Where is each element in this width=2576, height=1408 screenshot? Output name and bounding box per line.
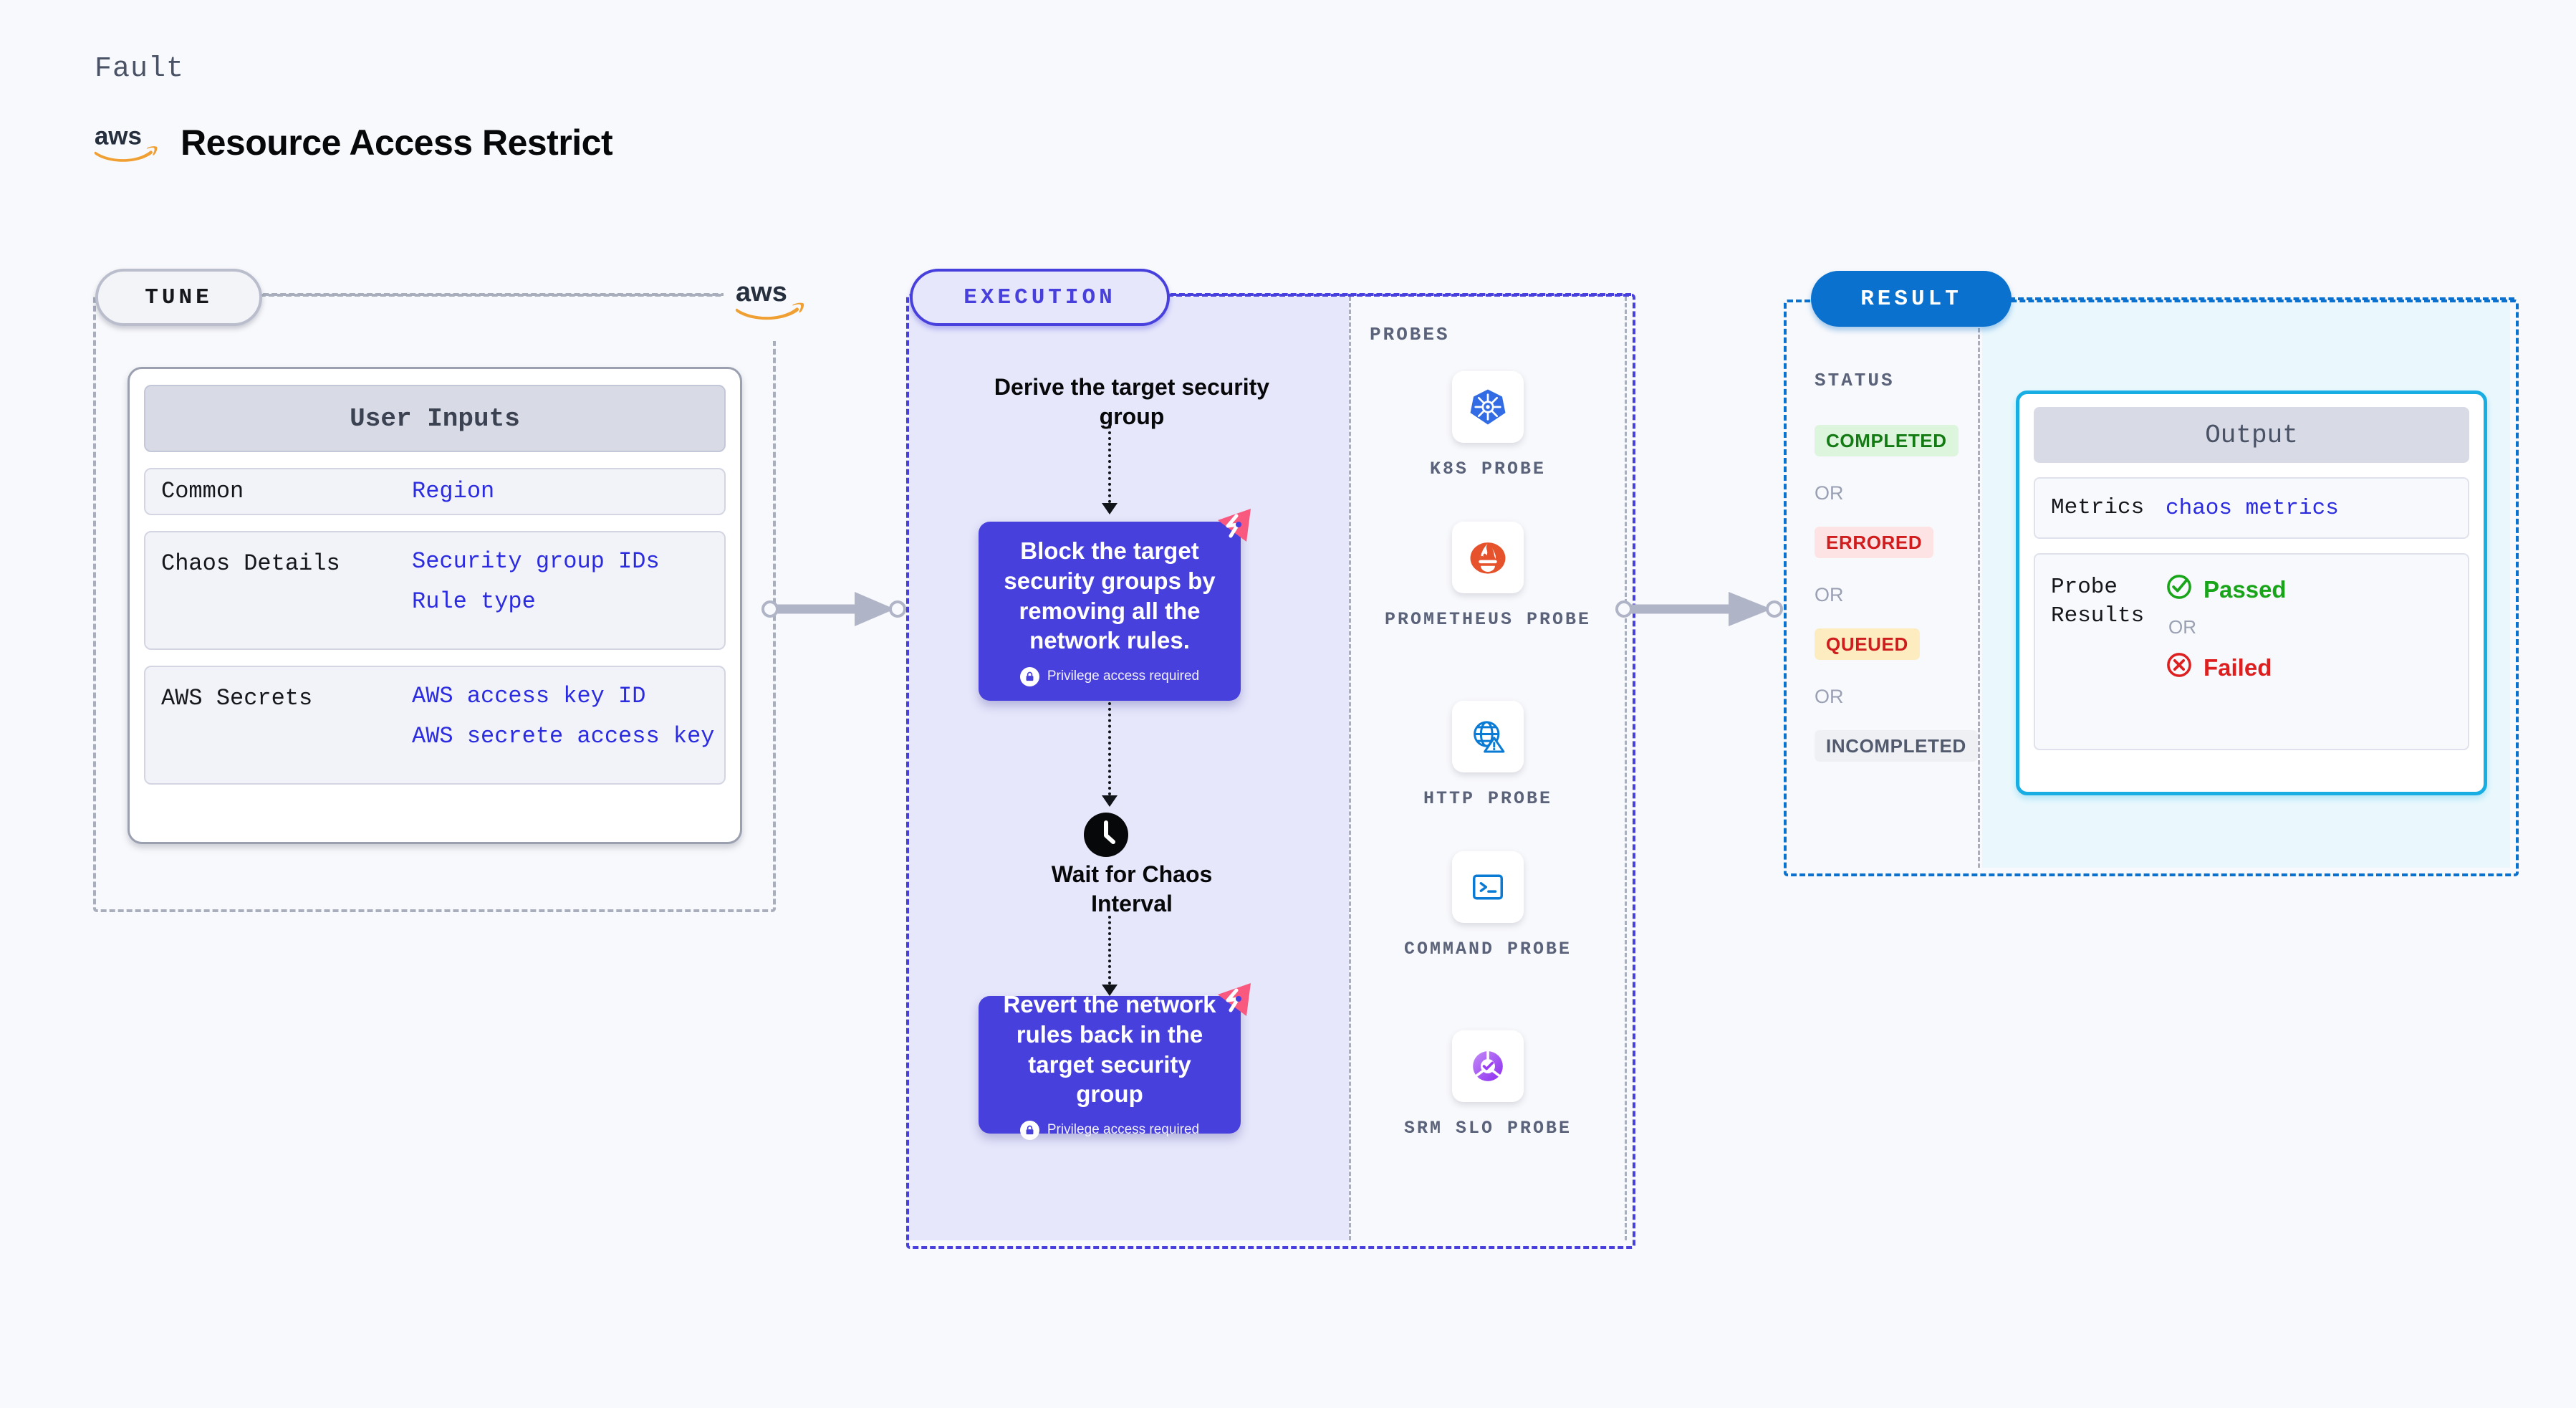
output-row-probe-results: Probe Results Passed OR	[2034, 553, 2469, 750]
tune-pill-connector-line	[254, 293, 770, 296]
result-stage-pill[interactable]: RESULT	[1811, 271, 2012, 327]
page-title: Resource Access Restrict	[181, 123, 613, 163]
fault-kicker: Fault	[95, 53, 185, 85]
kubernetes-icon	[1452, 371, 1524, 443]
flow-connector-3	[1108, 916, 1111, 985]
row-key: Chaos Details	[161, 550, 340, 577]
aws-logo-icon: aws	[724, 257, 817, 341]
output-card: Output Metrics chaos metrics Probe Resul…	[2016, 391, 2487, 795]
exec-box-title: Block the target security groups by remo…	[1004, 537, 1216, 654]
row-key: Common	[161, 478, 244, 505]
user-inputs-card: User Inputs Common Region Chaos Details …	[128, 367, 742, 844]
probe-item-http[interactable]: HTTP PROBE	[1380, 701, 1595, 812]
chaos-icon	[1215, 982, 1254, 1017]
probe-verdict-failed-label: Failed	[2203, 654, 2272, 681]
user-inputs-heading: User Inputs	[144, 385, 726, 452]
status-or-0: OR	[1815, 482, 1844, 504]
result-stage-frame	[1784, 300, 2519, 876]
output-row-metrics: Metrics chaos metrics	[2034, 477, 2469, 539]
clock-icon	[1084, 813, 1128, 857]
svg-text:aws: aws	[736, 277, 787, 307]
exec-box-title: Revert the network rules back in the tar…	[1003, 991, 1216, 1108]
flow-arrow-3	[1102, 985, 1118, 996]
output-row-key: Probe Results	[2051, 575, 2145, 629]
row-value[interactable]: Rule type	[412, 588, 536, 616]
probes-label: PROBES	[1370, 324, 1450, 345]
result-pill-connector-line	[2009, 297, 2514, 300]
row-value[interactable]: Region	[412, 477, 495, 504]
x-circle-icon	[2166, 651, 2193, 684]
status-badge-incompleted: INCOMPLETED	[1815, 730, 1978, 762]
tune-to-execution-connector	[761, 588, 915, 631]
exec-box-note: Privilege access required	[1019, 666, 1200, 686]
execution-step-block-box[interactable]: Block the target security groups by remo…	[979, 509, 1251, 701]
execution-step-derive-label: Derive the target security group	[994, 374, 1270, 429]
execution-step-wait-label: Wait for Chaos Interval	[1051, 861, 1213, 916]
tune-stage-pill[interactable]: TUNE	[95, 269, 262, 326]
probe-label: HTTP PROBE	[1423, 788, 1553, 809]
output-row-value[interactable]: chaos metrics	[2166, 495, 2339, 521]
page-title-row: aws Resource Access Restrict	[93, 122, 613, 163]
http-globe-icon	[1452, 701, 1524, 772]
probe-item-command[interactable]: COMMAND PROBE	[1380, 851, 1595, 962]
user-input-row-common: Common Region	[144, 468, 726, 515]
aws-logo-icon: aws	[93, 122, 159, 163]
status-badge-errored: ERRORED	[1815, 527, 1934, 558]
probe-verdict-or: OR	[2168, 616, 2196, 638]
probe-verdict-passed: Passed	[2166, 573, 2287, 606]
exec-box-note: Privilege access required	[1019, 1120, 1200, 1140]
exec-box-note-label: Privilege access required	[1047, 669, 1200, 684]
row-key: AWS Secrets	[161, 685, 313, 712]
output-heading: Output	[2034, 407, 2469, 463]
status-badge-queued: QUEUED	[1815, 628, 1920, 660]
flow-connector-1	[1108, 426, 1111, 503]
chaos-icon	[1215, 507, 1254, 543]
execution-step-revert-box[interactable]: Revert the network rules back in the tar…	[979, 983, 1251, 1140]
status-badge-completed: COMPLETED	[1815, 425, 1959, 456]
probe-item-prometheus[interactable]: PROMETHEUS PROBE	[1380, 522, 1595, 633]
user-input-row-chaos-details: Chaos Details Security group IDs Rule ty…	[144, 531, 726, 650]
lock-icon	[1019, 666, 1039, 686]
probe-verdict-failed: Failed	[2166, 651, 2287, 684]
prometheus-icon	[1452, 522, 1524, 593]
terminal-icon	[1452, 851, 1524, 923]
lock-icon	[1019, 1120, 1039, 1140]
flow-arrow-1	[1102, 503, 1118, 514]
output-row-key: Metrics	[2051, 494, 2145, 520]
row-value[interactable]: AWS secrete access key	[412, 723, 715, 750]
flow-connector-2	[1108, 702, 1111, 795]
probe-item-srm-slo[interactable]: SRM SLO PROBE	[1380, 1030, 1595, 1141]
probe-label: COMMAND PROBE	[1403, 939, 1572, 959]
row-value[interactable]: Security group IDs	[412, 548, 660, 575]
svg-text:aws: aws	[95, 123, 142, 150]
user-input-row-aws-secrets: AWS Secrets AWS access key ID AWS secret…	[144, 666, 726, 785]
check-circle-icon	[2166, 573, 2193, 606]
execution-stage-pill[interactable]: EXECUTION	[910, 269, 1170, 326]
probe-label: SRM SLO PROBE	[1403, 1118, 1572, 1139]
probe-label: K8S PROBE	[1429, 459, 1547, 479]
result-status-column	[1787, 302, 1980, 868]
exec-box-note-label: Privilege access required	[1047, 1122, 1200, 1138]
execution-to-result-connector	[1615, 588, 1793, 631]
status-or-1: OR	[1815, 584, 1844, 605]
probe-label: PROMETHEUS PROBE	[1384, 609, 1592, 630]
srm-slo-icon	[1452, 1030, 1524, 1102]
probe-verdict-passed-label: Passed	[2203, 576, 2287, 603]
probe-item-k8s[interactable]: K8S PROBE	[1380, 371, 1595, 482]
execution-pill-connector-line	[1162, 293, 1631, 296]
row-value[interactable]: AWS access key ID	[412, 683, 646, 709]
status-label: STATUS	[1815, 370, 1895, 391]
status-or-2: OR	[1815, 686, 1844, 707]
flow-arrow-2	[1102, 795, 1118, 807]
